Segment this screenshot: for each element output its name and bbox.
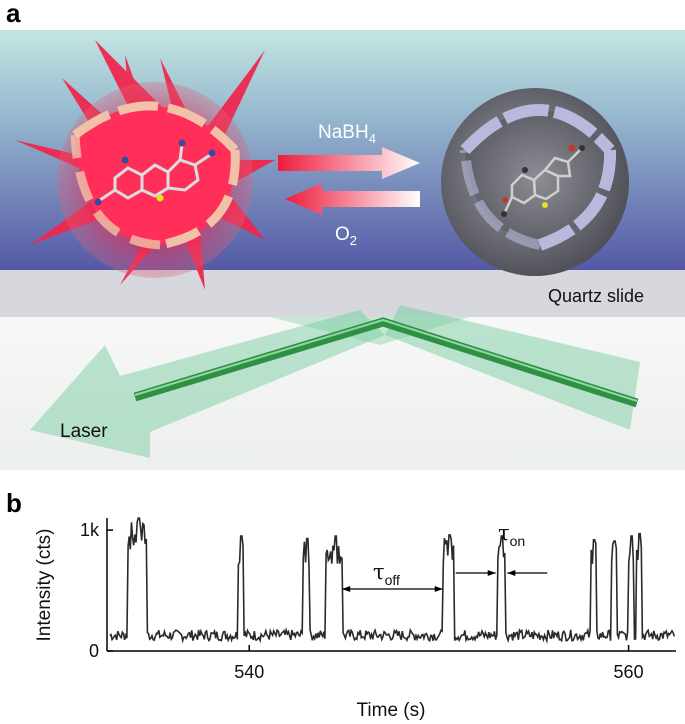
panel-b-label: b xyxy=(6,488,22,518)
oxidizer-label: O2 xyxy=(335,224,357,248)
laser-beam xyxy=(133,317,639,408)
forward-arrow xyxy=(278,147,420,179)
tau-on-label: τon xyxy=(498,521,525,549)
quartz-slide-label: Quartz slide xyxy=(548,286,644,306)
y-tick-label: 1k xyxy=(80,520,100,540)
laser-cone xyxy=(270,317,470,345)
x-axis-label: Time (s) xyxy=(357,700,426,721)
reducing-agent-label: NaBH4 xyxy=(318,122,376,146)
x-tick-label: 540 xyxy=(234,662,264,682)
intensity-trace-line xyxy=(109,517,676,644)
dark-state-nanoparticle xyxy=(441,88,629,276)
panel-a-illustration: NaBH4 O2 Quartz slide Laser xyxy=(0,30,685,470)
quartz-slide xyxy=(0,270,685,317)
y-tick-label: 0 xyxy=(89,641,99,661)
panel-a-label: a xyxy=(6,0,21,28)
tau-on-annotation: τon xyxy=(455,521,548,576)
y-axis-label: Intensity (cts) xyxy=(34,529,55,642)
x-tick-label: 560 xyxy=(614,662,644,682)
laser-label: Laser xyxy=(60,421,108,442)
bright-state-nanoparticle xyxy=(15,40,275,290)
laser-beam-highlight xyxy=(134,318,638,402)
reverse-arrow xyxy=(285,183,420,215)
tau-off-label: τoff xyxy=(373,560,400,588)
lower-background xyxy=(0,317,685,470)
tau-off-annotation: τoff xyxy=(342,560,443,592)
